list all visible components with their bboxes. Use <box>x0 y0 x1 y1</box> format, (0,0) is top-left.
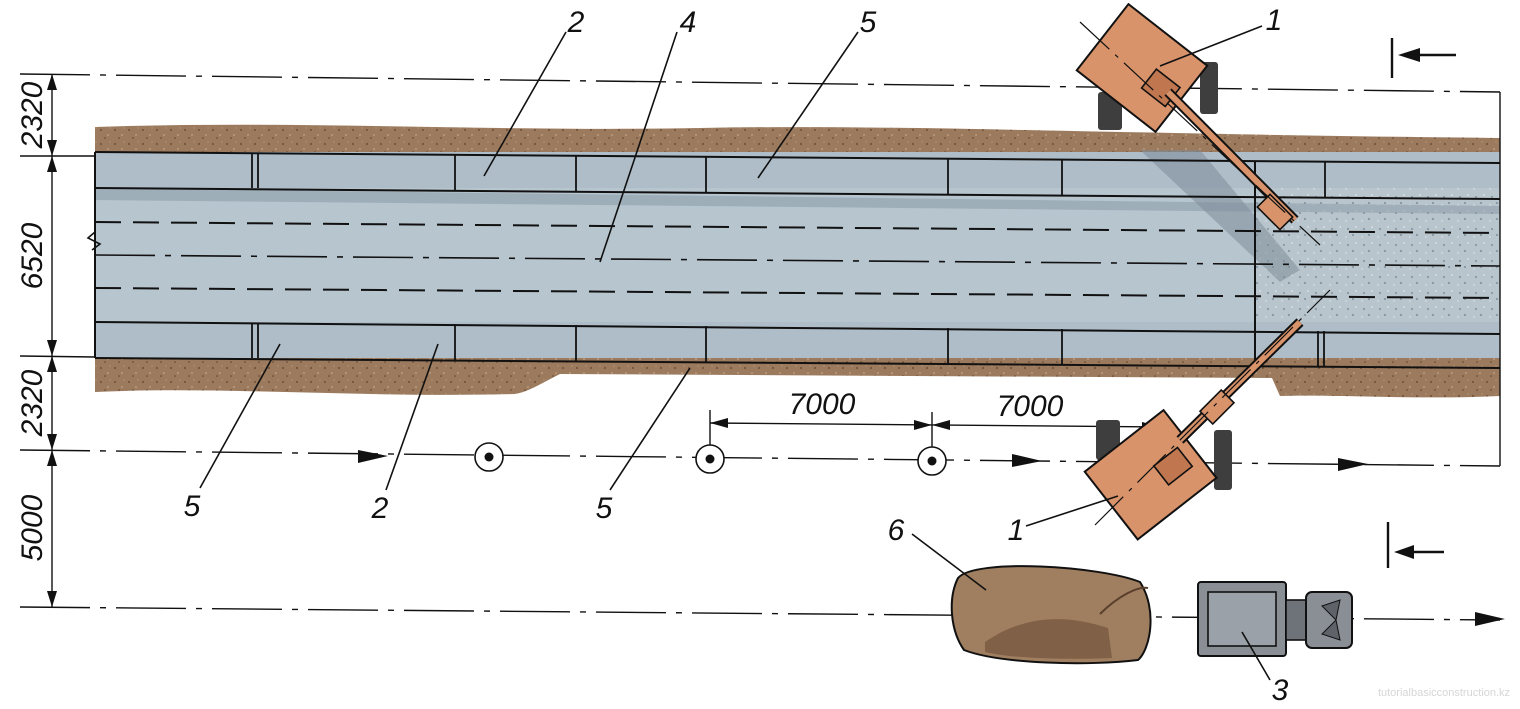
spacing-label-2: 7000 <box>997 390 1064 423</box>
dimension-arrows <box>47 74 57 607</box>
direction-arrows <box>358 450 1505 626</box>
callout-bottom-6: 6 <box>888 514 905 547</box>
callout-bottom-5b: 5 <box>596 492 613 525</box>
spacing-label-1: 7000 <box>789 388 856 421</box>
callout-bottom-1: 1 <box>1008 514 1025 547</box>
shadow-band <box>95 188 1500 214</box>
crane-icon <box>1075 2 1321 246</box>
leader-lines <box>199 25 1271 681</box>
callout-bottom-5a: 5 <box>184 490 201 523</box>
break-mark <box>86 231 102 251</box>
road-centerline <box>94 254 1501 267</box>
soil-pile-icon <box>950 565 1152 665</box>
callout-top-1: 1 <box>1266 4 1283 37</box>
truck-icon <box>1197 581 1353 657</box>
watermark: tutorialbasicconstruction.kz <box>1378 687 1510 699</box>
callout-top-4: 4 <box>680 6 697 39</box>
callout-top-5: 5 <box>860 6 877 39</box>
dimension-label-top: 2320 <box>16 81 49 149</box>
dimension-label-bottom: 2320 <box>16 369 49 437</box>
slab-joints <box>251 154 1326 367</box>
section-arrow-icon <box>1386 38 1456 568</box>
slab-outlines <box>94 151 1501 369</box>
axis-marker-icon <box>474 442 947 476</box>
crane-shadow <box>1140 150 1300 282</box>
callout-bottom-3: 3 <box>1272 674 1289 704</box>
callout-bottom-2: 2 <box>371 492 389 525</box>
crane-icon <box>1083 289 1331 541</box>
lane-dashes <box>94 221 1501 299</box>
dimension-label-offset: 5000 <box>16 494 49 561</box>
callout-top-2: 2 <box>567 6 585 39</box>
dimension-label-road: 6520 <box>16 222 49 289</box>
